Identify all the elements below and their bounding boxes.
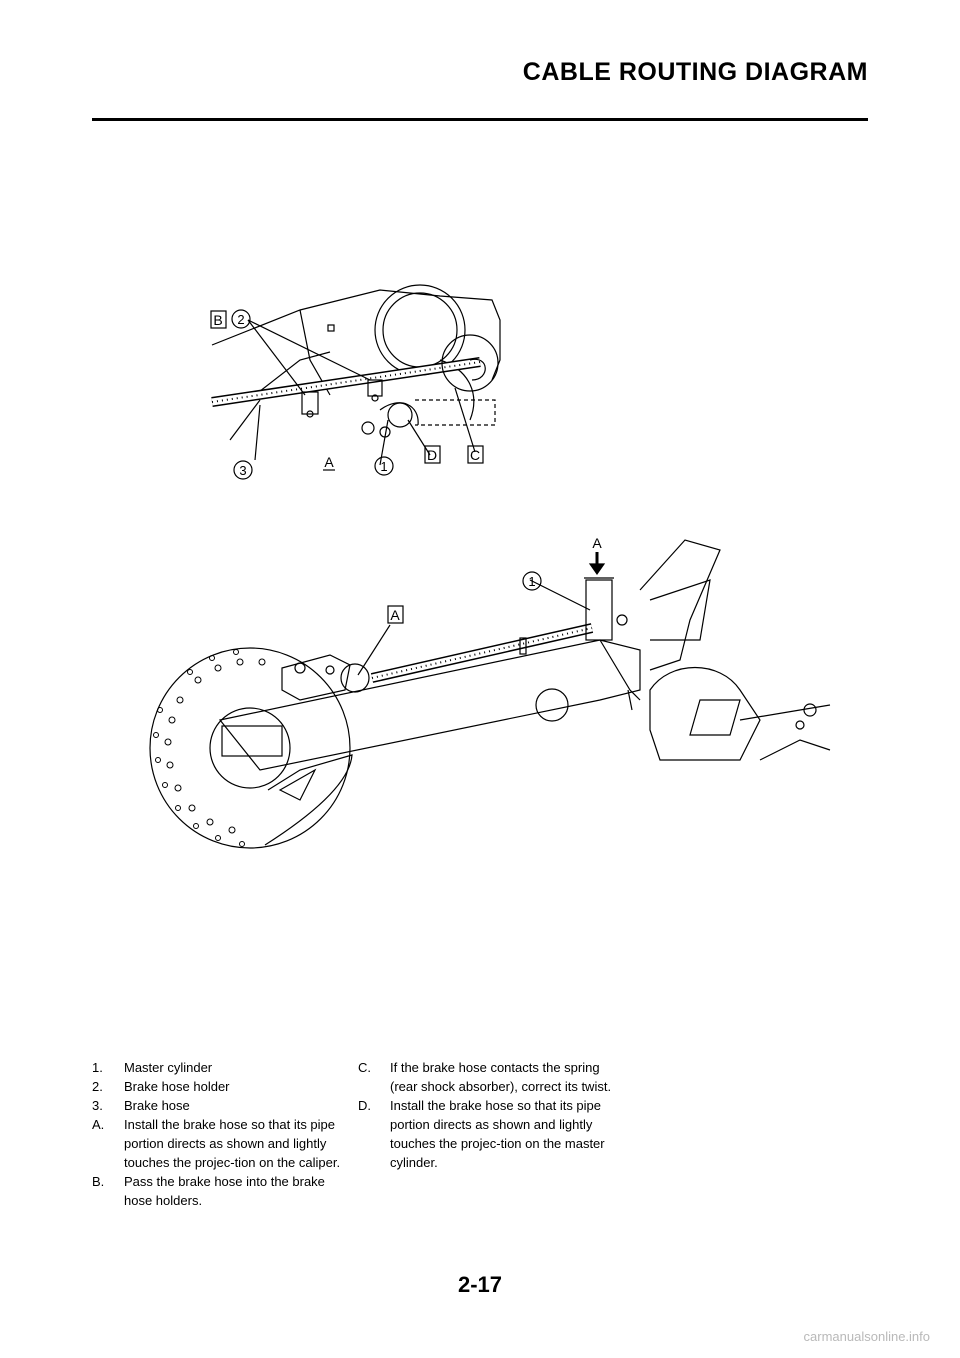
legend-item-b: B.Pass the brake hose into the brake hos… [92, 1174, 325, 1208]
callout-circle-1-bottom [522, 571, 542, 591]
callout-box-b [210, 310, 227, 329]
brake-disc [149, 647, 351, 849]
legend-item-2: 2.Brake hose holder [92, 1079, 230, 1094]
callout-circle-2 [231, 309, 251, 329]
header-rule [92, 118, 868, 121]
label-1-top: 1 [380, 459, 387, 474]
callout-box-a [387, 605, 404, 624]
label-c: C [470, 447, 480, 463]
legend-item-1: 1.Master cylinder [92, 1060, 213, 1075]
legend-item-c: C.If the brake hose contacts the spring … [358, 1060, 612, 1094]
legend-item-3: 3.Brake hose [92, 1098, 190, 1113]
top-callouts [210, 309, 484, 480]
label-1-bottom: 1 [528, 574, 535, 589]
label-3: 3 [239, 463, 246, 478]
label-a-arrow: A [592, 535, 602, 551]
bottom-overall-view [149, 539, 831, 849]
callout-circle-1 [374, 456, 394, 476]
label-b: B [213, 312, 222, 328]
callout-box-d [424, 445, 441, 464]
brake-hose-routing-figure: B 2 3 A 1 D C [149, 284, 831, 849]
swingarm [218, 639, 641, 771]
legend-item-d: D.Install the brake hose so that its pip… [358, 1098, 605, 1170]
legend-left-column: 1.Master cylinder 2.Brake hose holder 3.… [92, 1058, 342, 1210]
page-number: 2-17 [457, 1272, 503, 1297]
top-detail-view [211, 284, 501, 466]
callout-box-c [467, 445, 484, 464]
label-a-top: A [324, 454, 334, 470]
label-2: 2 [237, 312, 244, 327]
callout-circle-3 [233, 460, 253, 480]
label-a-box: A [390, 607, 400, 623]
bottom-callouts [387, 571, 542, 624]
watermark: carmanualsonline.info [803, 1329, 930, 1344]
legend-right-column: C.If the brake hose contacts the spring … [358, 1058, 618, 1172]
master-cylinder [585, 579, 613, 641]
page-title: CABLE ROUTING DIAGRAM [522, 58, 868, 86]
legend-item-a: A.Install the brake hose so that its pip… [92, 1117, 341, 1170]
label-d: D [427, 447, 437, 463]
